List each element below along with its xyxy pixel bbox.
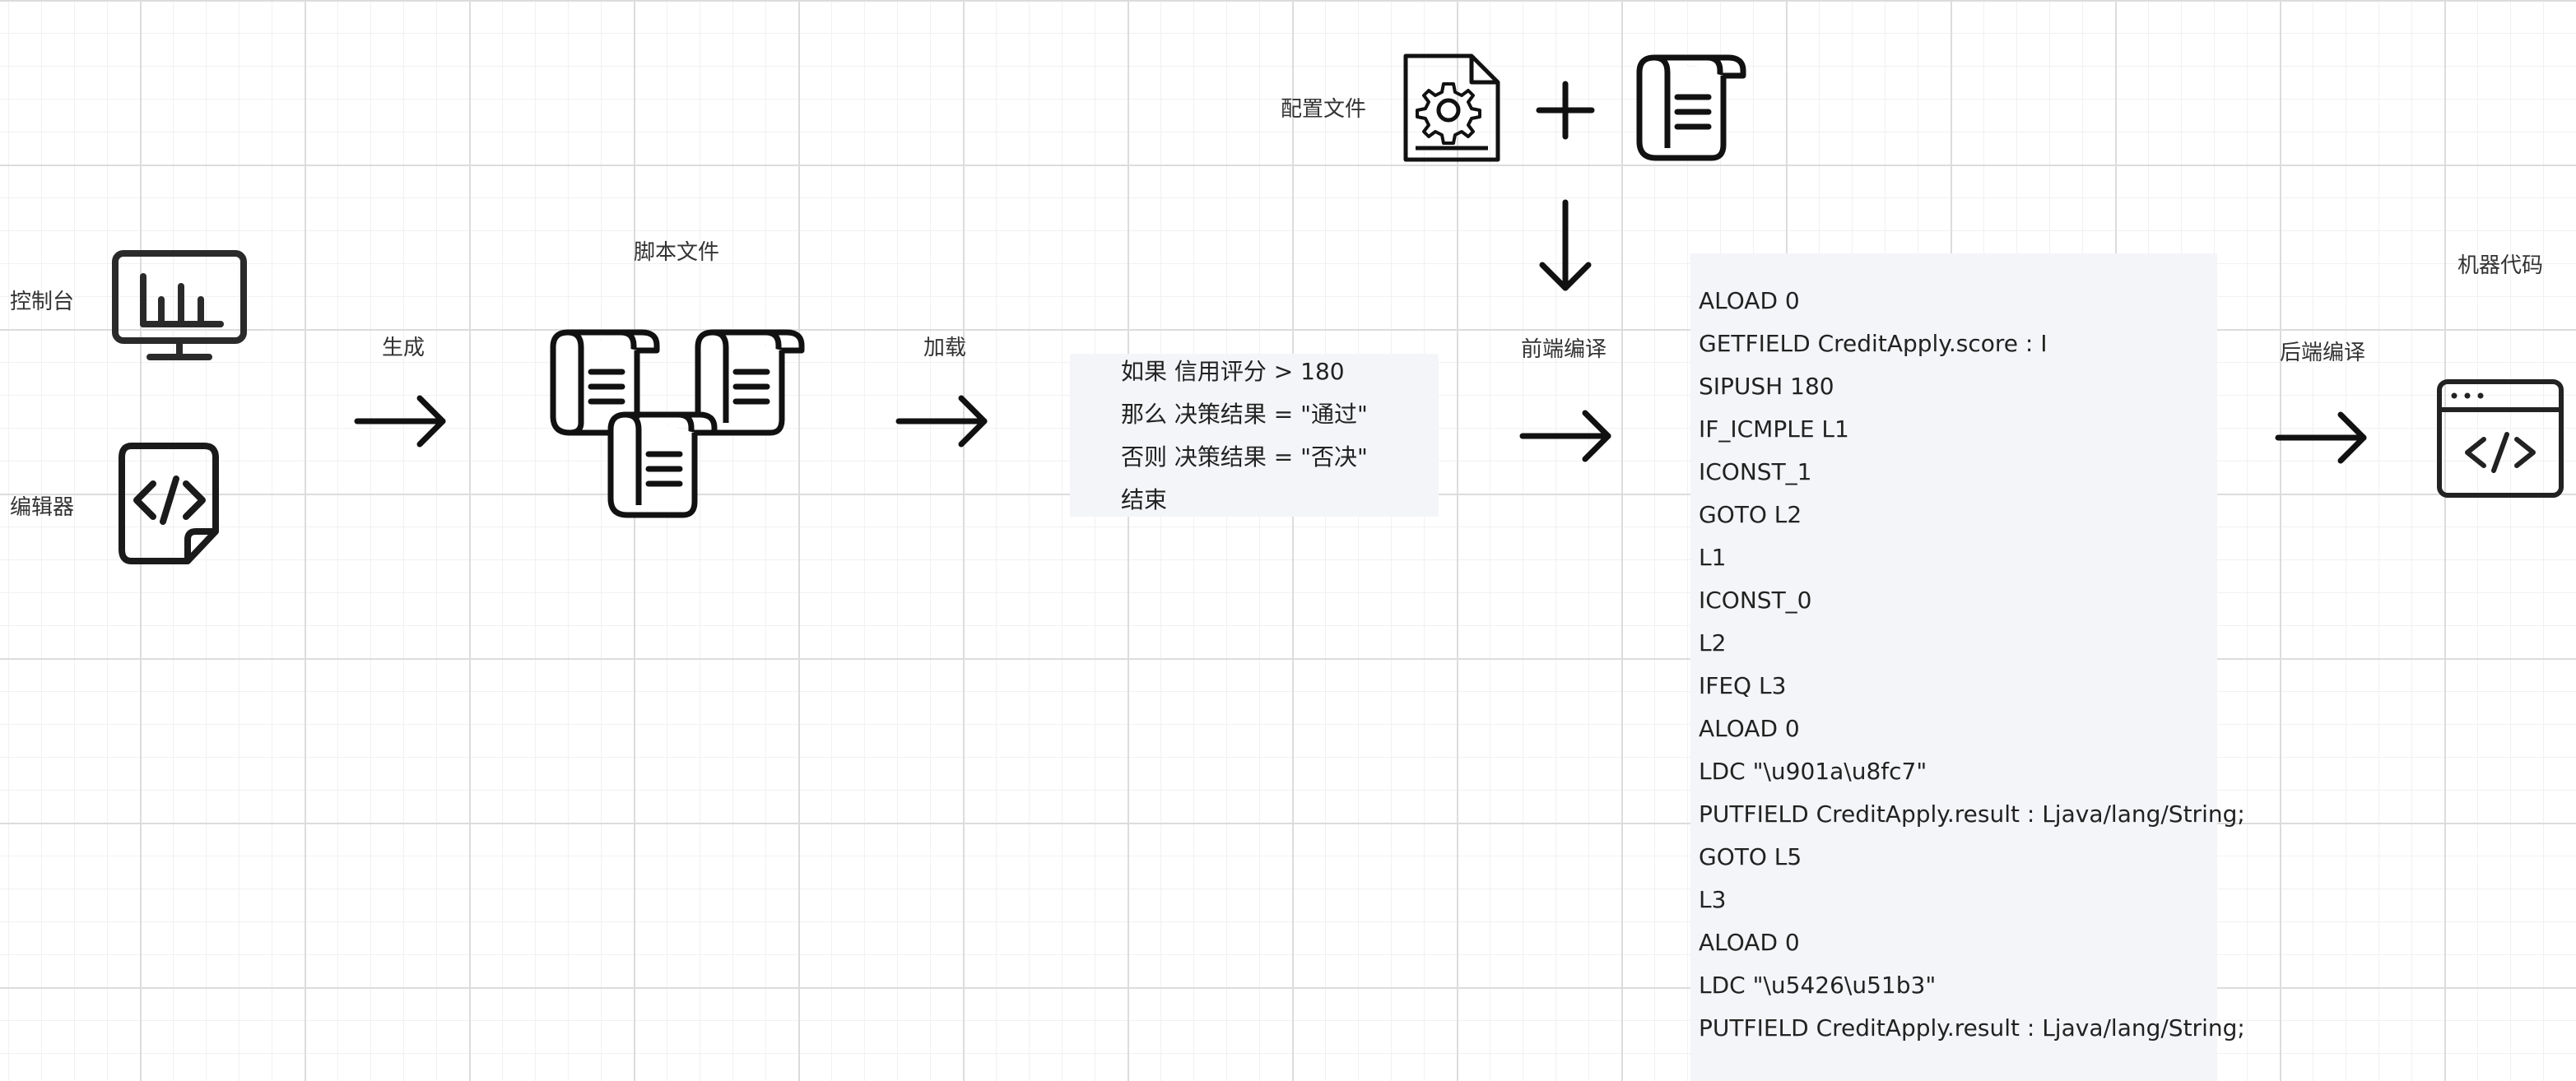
pseudo-code-panel [1070, 354, 1439, 517]
bytecode-line: SIPUSH 180 [1699, 373, 1834, 400]
plus-icon [1536, 81, 1595, 140]
arrow-frontend-icon [1518, 406, 1616, 466]
arrow-generate-icon [352, 392, 451, 451]
bytecode-line: PUTFIELD CreditApply.result : Ljava/lang… [1699, 1014, 2245, 1042]
code-file-icon [117, 441, 222, 566]
bytecode-panel [1690, 253, 2217, 1081]
dashboard-monitor-icon [112, 248, 247, 364]
bytecode-line: PUTFIELD CreditApply.result : Ljava/lang… [1699, 800, 2245, 828]
bytecode-line: GETFIELD CreditApply.score : I [1699, 330, 2048, 357]
pseudo-code-list: 如果 信用评分 > 180 那么 决策结果 = "通过" 否则 决策结果 = "… [1121, 355, 1368, 527]
bytecode-line: ALOAD 0 [1699, 715, 1800, 742]
bytecode-line: GOTO L2 [1699, 501, 1802, 528]
bytecode-line: IFEQ L3 [1699, 672, 1787, 699]
console-label: 控制台 [10, 290, 75, 314]
bytecode-line: LDC "\u5426\u51b3" [1699, 972, 1937, 999]
script-files-label: 脚本文件 [634, 240, 720, 265]
bytecode-line: ICONST_0 [1699, 587, 1812, 614]
arrow-load-icon [894, 392, 993, 451]
bytecode-line: L2 [1699, 629, 1727, 656]
config-file-label: 配置文件 [1281, 97, 1367, 122]
scroll-icon [601, 406, 721, 523]
editor-label: 编辑器 [10, 495, 75, 520]
pseudo-code-line: 那么 决策结果 = "通过" [1121, 401, 1368, 428]
scroll-icon [1630, 48, 1750, 168]
bytecode-line: L1 [1699, 544, 1727, 571]
bytecode-line: GOTO L5 [1699, 843, 1802, 870]
generate-label: 生成 [382, 336, 425, 360]
bytecode-line: ICONST_1 [1699, 458, 1812, 485]
machine-code-label: 机器代码 [2457, 253, 2544, 278]
code-window-icon [2436, 378, 2564, 499]
backend-compile-label: 后端编译 [2280, 341, 2366, 365]
pseudo-code-line: 结束 [1121, 486, 1168, 513]
arrow-down-icon [1536, 197, 1595, 296]
scroll-icon [688, 324, 808, 441]
pseudo-code-line: 否则 决策结果 = "否决" [1121, 443, 1368, 471]
bytecode-line: LDC "\u901a\u8fc7" [1699, 758, 1927, 785]
bytecode-line: ALOAD 0 [1699, 929, 1800, 956]
load-label: 加载 [923, 336, 967, 360]
arrow-backend-icon [2273, 408, 2372, 467]
bytecode-line: ALOAD 0 [1699, 287, 1800, 314]
frontend-compile-label: 前端编译 [1521, 337, 1607, 362]
bytecode-line: L3 [1699, 886, 1727, 913]
settings-file-icon [1401, 53, 1503, 163]
bytecode-list: ALOAD 0 GETFIELD CreditApply.score : I S… [1699, 285, 2245, 1055]
bytecode-line: IF_ICMPLE L1 [1699, 415, 1849, 443]
pseudo-code-line: 如果 信用评分 > 180 [1121, 358, 1345, 385]
